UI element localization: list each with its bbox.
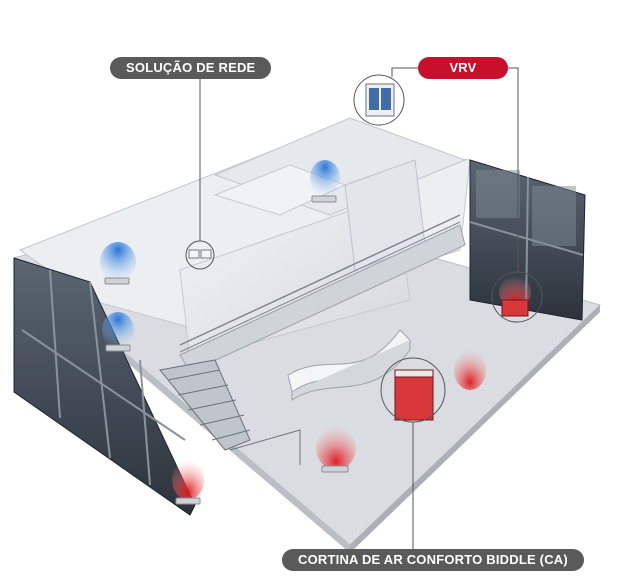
vrv-top-leader-line bbox=[391, 67, 418, 77]
staircase bbox=[159, 359, 301, 465]
network-solution-label: SOLUÇÃO DE REDE bbox=[110, 57, 272, 79]
outdoor-vrv-unit-icon bbox=[353, 74, 405, 126]
cooling-airflow bbox=[100, 160, 340, 348]
air-curtain-label: CORTINA DE AR CONFORTO BIDDLE (CA) bbox=[282, 549, 584, 571]
vrv-callout-circle bbox=[491, 271, 543, 323]
air-curtain-unit-icon bbox=[394, 299, 529, 421]
vrv-label: VRV bbox=[418, 57, 508, 79]
cassette-unit-icon bbox=[104, 195, 349, 505]
vrv-right-leader-line bbox=[505, 67, 519, 272]
